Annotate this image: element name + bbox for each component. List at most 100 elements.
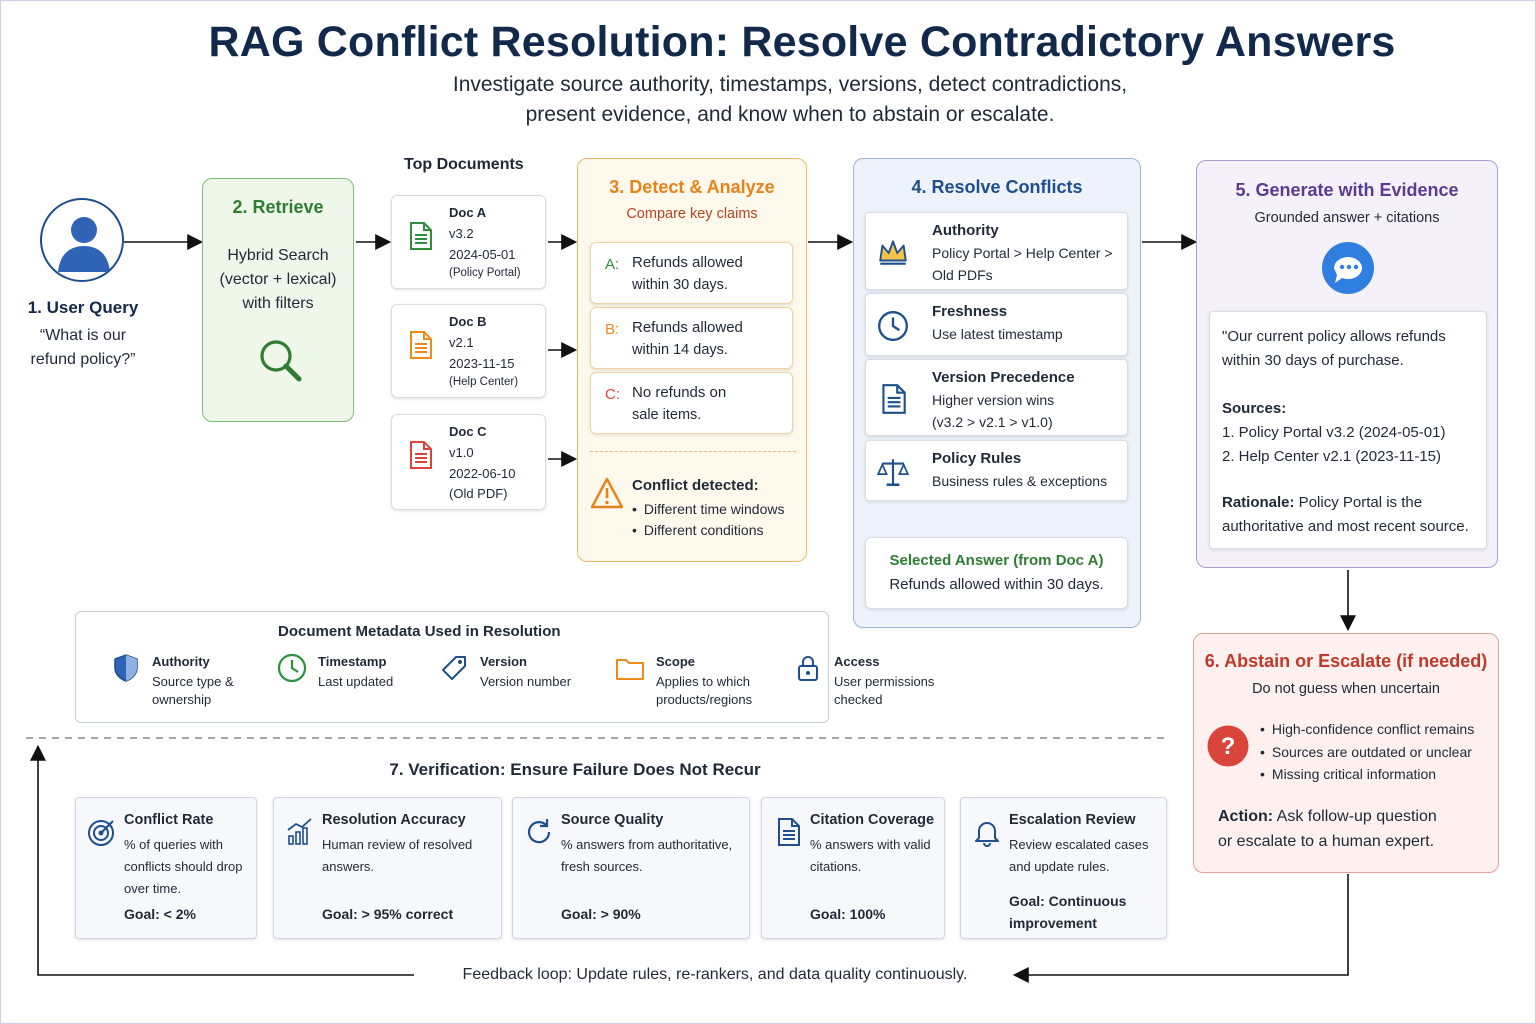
document-source: (Help Center) xyxy=(449,376,519,388)
step1-label: 1. User Query xyxy=(27,298,139,317)
document-version: v2.1 xyxy=(449,335,474,350)
condition-item: Missing critical information xyxy=(1260,763,1474,786)
divider xyxy=(590,451,796,452)
escalation-conditions: High-confidence conflict remains Sources… xyxy=(1260,718,1474,786)
metric-goal: Goal: 100% xyxy=(810,906,886,922)
metric-description: over time. xyxy=(124,881,182,896)
claim-line2: within 30 days. xyxy=(632,277,728,293)
claim-line2: sale items. xyxy=(632,407,702,423)
metric-name: Conflict Rate xyxy=(124,812,214,828)
claim-tag: B: xyxy=(605,321,620,338)
metric-name: Escalation Review xyxy=(1009,812,1136,828)
document-icon xyxy=(772,816,804,853)
source-item: 1. Policy Portal v3.2 (2024-05-01) xyxy=(1222,424,1446,441)
step6-subtitle: Do not guess when uncertain xyxy=(1252,681,1440,697)
crown-icon xyxy=(876,235,910,274)
metadata-name: Version xyxy=(480,654,527,669)
metric-description: Review escalated cases xyxy=(1009,837,1149,852)
rule-line1: Policy Portal > Help Center > xyxy=(932,245,1113,261)
metric-goal: Goal: > 95% correct xyxy=(322,906,454,922)
step6-title: 6. Abstain or Escalate (if needed) xyxy=(1204,651,1488,671)
metadata-line2: products/regions xyxy=(656,692,753,707)
search-icon xyxy=(260,340,302,382)
rule-line1: Higher version wins xyxy=(932,392,1055,408)
conflict-item: Different conditions xyxy=(632,520,784,541)
metric-card: Citation Coverage % answers with valid cit… xyxy=(761,797,945,939)
metric-description: answers. xyxy=(322,859,375,874)
step4-title: 4. Resolve Conflicts xyxy=(911,177,1083,197)
metric-description: fresh sources. xyxy=(561,859,643,874)
bar-chart-icon xyxy=(284,816,316,853)
metric-description: and update rules. xyxy=(1009,859,1110,874)
verification-title: 7. Verification: Ensure Failure Does Not… xyxy=(389,760,761,779)
claim-line1: No refunds on xyxy=(632,384,727,401)
selected-answer-card: Selected Answer (from Doc A) Refunds all… xyxy=(865,537,1128,609)
rule-name: Version Precedence xyxy=(932,369,1075,386)
metric-description: % of queries with xyxy=(124,837,223,852)
document-date: 2024-05-01 xyxy=(449,247,516,262)
conflict-title: Conflict detected: xyxy=(632,477,759,494)
answer-line2: within 30 days of purchase. xyxy=(1222,352,1404,369)
action-text: Ask follow-up question xyxy=(1273,808,1437,825)
top-documents-title: Top Documents xyxy=(404,156,524,173)
bell-icon xyxy=(971,816,1003,853)
rule-name: Policy Rules xyxy=(932,450,1022,467)
warning-icon xyxy=(590,477,624,509)
metric-name: Source Quality xyxy=(561,812,664,828)
page-subtitle-line1: Investigate source authority, timestamps… xyxy=(452,73,1128,96)
metric-name: Citation Coverage xyxy=(810,812,935,828)
claim-line1: Refunds allowed xyxy=(632,319,743,336)
selected-answer-text: Refunds allowed within 30 days. xyxy=(889,576,1104,593)
document-version: v1.0 xyxy=(449,445,474,460)
document-version: v3.2 xyxy=(449,226,474,241)
feedback-loop-text: Feedback loop: Update rules, re-rankers,… xyxy=(462,966,968,983)
metric-card: Conflict Rate % of queries with conflicts … xyxy=(75,797,257,939)
metric-description: % answers with valid xyxy=(810,837,931,852)
metric-goal: Goal: < 2% xyxy=(124,906,196,922)
metadata-line2: ownership xyxy=(152,692,212,707)
conflict-list: Different time windows Different conditi… xyxy=(632,499,785,541)
source-item: 2. Help Center v2.1 (2023-11-15) xyxy=(1222,448,1442,465)
step5-generate-panel: 5. Generate with Evidence Grounded answe… xyxy=(1196,160,1498,568)
step2-line3: with filters xyxy=(242,295,314,312)
metric-description: % answers from authoritative, xyxy=(561,837,733,852)
metadata-name: Timestamp xyxy=(318,654,387,669)
action-label: Action: xyxy=(1218,808,1274,825)
step5-subtitle: Grounded answer + citations xyxy=(1254,210,1440,226)
rule-name: Authority xyxy=(932,222,999,239)
metric-description: conflicts should drop xyxy=(124,859,243,874)
rationale-line2: authoritative and most recent source. xyxy=(1222,518,1469,535)
step2-line2: (vector + lexical) xyxy=(219,271,337,288)
clock-icon xyxy=(276,652,308,689)
condition-item: High-confidence conflict remains xyxy=(1260,718,1474,741)
action-line2: or escalate to a human expert. xyxy=(1218,833,1435,850)
metric-name: Resolution Accuracy xyxy=(322,812,466,828)
document-icon xyxy=(404,329,436,366)
sources-label: Sources: xyxy=(1222,400,1287,417)
lock-icon xyxy=(792,652,824,689)
metric-description: citations. xyxy=(810,859,862,874)
page-title: RAG Conflict Resolution: Resolve Contrad… xyxy=(208,18,1396,66)
step1-user-query: 1. User Query “What is our refund policy… xyxy=(20,198,146,372)
metadata-name: Access xyxy=(834,654,880,669)
user-icon xyxy=(40,198,124,282)
metric-card: Source Quality % answers from authoritati… xyxy=(512,797,750,939)
metadata-line2: checked xyxy=(834,692,883,707)
rationale: Rationale: Policy Portal is the xyxy=(1222,492,1422,514)
grounded-answer-card: "Our current policy allows refunds withi… xyxy=(1209,311,1487,549)
step1-query-line1: “What is our xyxy=(39,327,127,344)
document-icon xyxy=(404,220,436,257)
step2-retrieve-panel: 2. Retrieve Hybrid Search (vector + lexi… xyxy=(202,178,354,422)
folder-icon xyxy=(614,652,646,689)
